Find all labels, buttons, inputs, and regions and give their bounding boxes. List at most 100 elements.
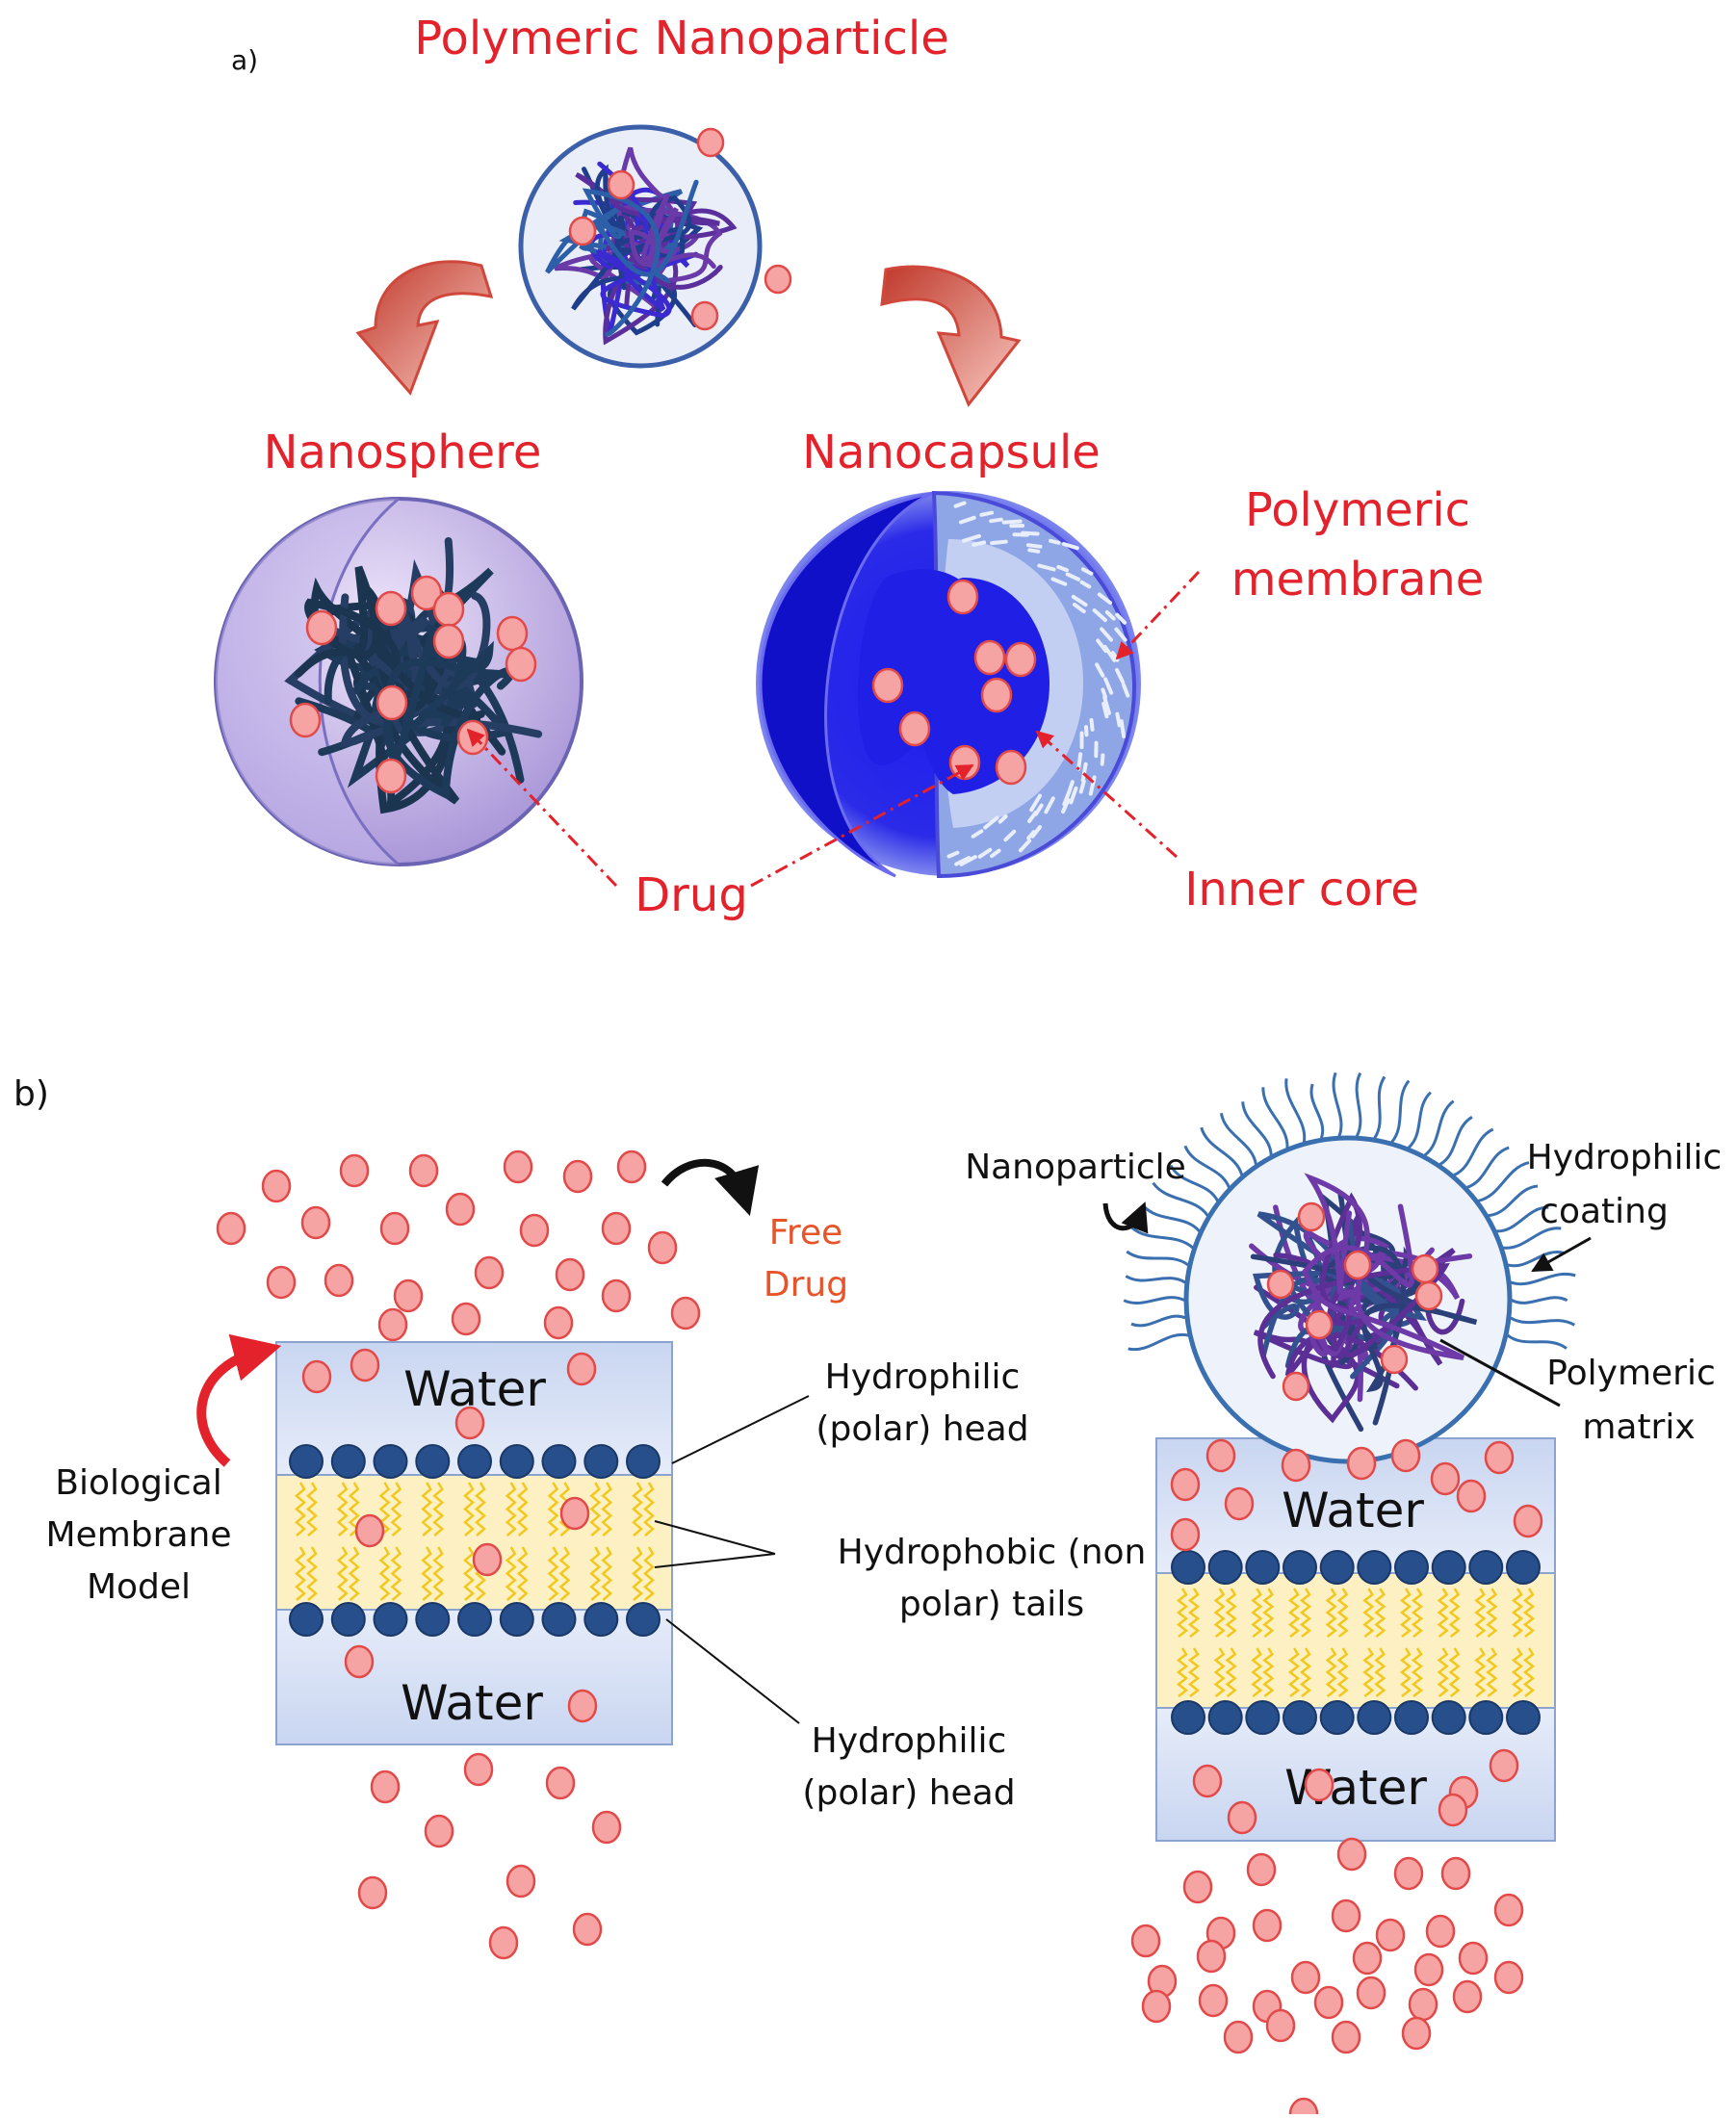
drug-particle: [1415, 1954, 1442, 1985]
drug-particle: [490, 1927, 517, 1958]
polar-head: [501, 1445, 533, 1478]
drug-particle: [1194, 1766, 1221, 1796]
drug-particle: [1200, 1985, 1227, 2016]
drug-particle: [1290, 2099, 1317, 2114]
polar-head: [416, 1603, 449, 1636]
drug-particle: [1410, 1989, 1437, 2020]
membrane-fragment: [1102, 756, 1103, 764]
drug-particle: [564, 1161, 591, 1192]
polymeric-membrane-label-2: membrane: [1231, 553, 1485, 607]
pointer-head-top: [672, 1396, 809, 1463]
right-water-top-label: Water: [1282, 1483, 1424, 1538]
polymeric-matrix-2: matrix: [1582, 1408, 1695, 1447]
drug-particle: [568, 1354, 595, 1384]
drug-particle: [498, 617, 527, 650]
nanocapsule-label: Nanocapsule: [802, 426, 1101, 479]
drug-particle: [545, 1307, 572, 1338]
membrane-fragment: [1092, 720, 1093, 730]
drug-particle: [1333, 2022, 1360, 2053]
polar-head: [1469, 1701, 1502, 1734]
coating-strand: [1357, 1073, 1360, 1137]
drug-particle: [561, 1498, 588, 1529]
nanosphere-illustration: [216, 499, 582, 865]
polar-head: [501, 1603, 533, 1636]
polymeric-membrane-label-1: Polymeric: [1245, 483, 1470, 537]
drug-particle: [1345, 1252, 1370, 1279]
polar-head: [1395, 1701, 1428, 1734]
drug-particle: [1439, 1795, 1466, 1825]
polar-head: [1321, 1701, 1354, 1734]
membrane-fragment: [992, 542, 1006, 544]
polar-head: [584, 1445, 617, 1478]
drug-particle: [381, 1213, 408, 1244]
drug-particle: [1395, 1858, 1422, 1889]
left-tail-band: [276, 1475, 672, 1610]
drug-particle: [1486, 1442, 1513, 1473]
polar-head: [1172, 1551, 1205, 1584]
polar-head: [416, 1445, 449, 1478]
pointer-head-bottom: [666, 1619, 799, 1723]
nanocapsule-illustration: [756, 491, 1141, 876]
drug-particle: [1307, 1311, 1332, 1338]
nanoparticle-label: Nanoparticle: [965, 1148, 1186, 1187]
drug-particle: [649, 1232, 676, 1263]
drug-particle: [1172, 1519, 1199, 1550]
drug-particle: [1490, 1750, 1517, 1781]
drug-particle: [1377, 1920, 1404, 1950]
coating-strand: [1508, 1335, 1567, 1349]
drug-particle: [873, 669, 902, 702]
drug-particle: [593, 1812, 620, 1843]
hydrophobic-tails-1: Hydrophobic (non: [838, 1533, 1147, 1572]
drug-particle: [1315, 1987, 1342, 2018]
drug-particle: [975, 641, 1004, 674]
bio-membrane-label-3: Model: [87, 1567, 191, 1607]
coating-strand: [1311, 1084, 1323, 1138]
coating-strand: [1131, 1227, 1193, 1248]
polar-head: [1433, 1701, 1465, 1734]
drug-particle: [1283, 1450, 1309, 1481]
polar-head: [290, 1445, 323, 1478]
drug-particle: [476, 1257, 503, 1288]
polar-head: [584, 1603, 617, 1636]
drug-particle: [356, 1515, 383, 1546]
polar-head: [1246, 1551, 1279, 1584]
polar-head: [1209, 1701, 1242, 1734]
drug-particle: [1412, 1255, 1438, 1282]
coating-strand: [1286, 1078, 1305, 1142]
polar-head: [458, 1603, 491, 1636]
membrane-fragment: [1050, 541, 1059, 543]
drug-particle: [346, 1646, 373, 1677]
polar-head: [627, 1603, 660, 1636]
hydrophilic-coating-1: Hydrophilic: [1527, 1138, 1723, 1177]
drug-particle: [1348, 1448, 1375, 1479]
drug-particle: [997, 751, 1025, 784]
drug-particle: [698, 129, 723, 156]
polar-head: [543, 1603, 576, 1636]
polar-head: [1358, 1551, 1390, 1584]
coating-strand: [1127, 1252, 1188, 1265]
drug-particle: [1006, 643, 1035, 676]
polar-head: [375, 1445, 407, 1478]
polar-head: [1433, 1551, 1465, 1584]
polar-head: [1172, 1701, 1205, 1734]
drug-particle: [1515, 1506, 1542, 1537]
coating-strand: [1124, 1298, 1184, 1304]
drug-particle: [426, 1816, 453, 1847]
drug-particle: [302, 1207, 329, 1238]
drug-particle: [547, 1768, 574, 1798]
coating-strand: [1334, 1072, 1341, 1136]
drug-particle: [1354, 1943, 1381, 1974]
nanoparticle-curl-arrow: [1105, 1203, 1140, 1228]
drug-particle: [609, 171, 634, 198]
coating-strand: [1511, 1274, 1575, 1283]
drug-particle: [376, 592, 405, 625]
drug-particle: [1495, 1962, 1522, 1993]
drug-particle: [303, 1361, 330, 1392]
drug-particle: [692, 302, 717, 329]
polar-head: [1507, 1701, 1540, 1734]
coating-strand: [1392, 1081, 1410, 1143]
drug-particle: [453, 1304, 479, 1334]
arrow-to-nanocapsule: [882, 267, 1019, 404]
